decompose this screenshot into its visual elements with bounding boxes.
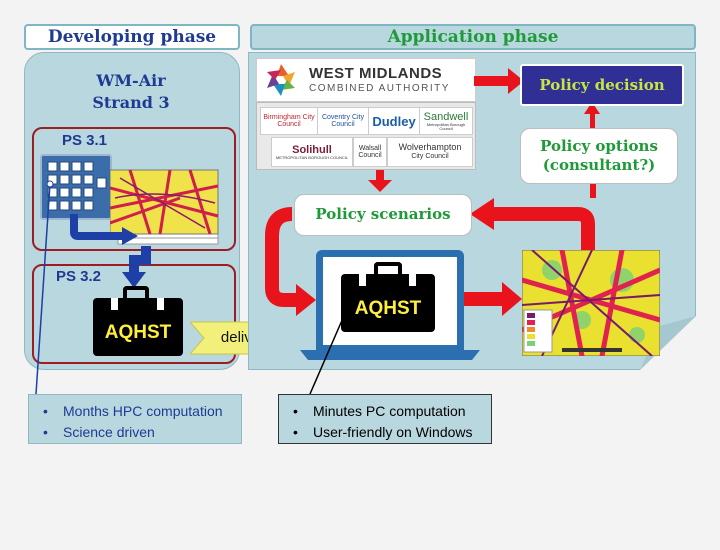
wm-air-title: WM-Air Strand 3 [24, 70, 238, 114]
wolverhampton-logo: Wolverhampton City Council [387, 137, 473, 167]
policy-decision-box: Policy decision [520, 64, 684, 106]
pc-note-item: User-friendly on Windows [293, 422, 481, 443]
toolbox-label-right: AQHST [354, 298, 422, 319]
pc-note-list: Minutes PC computation User-friendly on … [289, 401, 481, 443]
toolbox-label-left: AQHST [104, 322, 172, 343]
toolbox-icon: AQHST [93, 286, 183, 356]
birmingham-logo: Birmingham City Council [260, 107, 318, 135]
policy-options-line1: Policy options [540, 136, 658, 155]
dudley-label: Dudley [372, 113, 416, 129]
wmca-line2: COMBINED AUTHORITY [309, 82, 450, 94]
toolbox-latch-right [157, 298, 164, 310]
solihull-logo: Solihull METROPOLITAN BOROUGH COUNCIL [271, 137, 353, 167]
wmca-line1: WEST MIDLANDS [309, 65, 443, 83]
wm-air-title-line2: Strand 3 [92, 93, 170, 112]
application-phase-header: Application phase [250, 24, 696, 50]
developing-phase-title: Developing phase [47, 27, 217, 47]
dudley-logo: Dudley [368, 107, 420, 135]
council-logos: Birmingham City Council Coventry City Co… [256, 102, 476, 170]
pollution-map-stack [110, 169, 219, 245]
wm-air-title-line1: WM-Air [96, 71, 166, 90]
ps32-label: PS 3.2 [56, 268, 102, 285]
coventry-logo: Coventry City Council [317, 107, 369, 135]
policy-scenarios-label: Policy scenarios [315, 205, 451, 224]
toolbox-handle [123, 286, 149, 298]
solihull-label: Solihull [292, 143, 332, 156]
policy-options-line2: (consultant?) [542, 156, 656, 174]
sandwell-label: Sandwell [423, 110, 469, 123]
laptop-toolbox-latch-left [359, 274, 366, 286]
wolverhampton-label: Wolverhampton [398, 142, 462, 153]
solihull-sublabel: METROPOLITAN BOROUGH COUNCIL [275, 154, 349, 160]
wmca-text: WEST MIDLANDS COMBINED AUTHORITY [309, 66, 450, 94]
policy-decision-label: Policy decision [539, 76, 665, 94]
developing-phase-header: Developing phase [24, 24, 240, 50]
wmca-logo: WEST MIDLANDS COMBINED AUTHORITY [256, 58, 476, 102]
pc-note-box: Minutes PC computation User-friendly on … [278, 394, 492, 444]
laptop-toolbox-handle [374, 262, 402, 274]
ps31-box [32, 127, 236, 251]
blue-flow-arrows [70, 214, 151, 288]
laptop-toolbox-icon: AQHST [341, 262, 435, 332]
server-grid-icon [47, 161, 107, 211]
policy-options-box: Policy options (consultant?) [520, 128, 678, 184]
walsall-logo: Walsall Council [353, 137, 387, 167]
hpc-note-item: Months HPC computation [43, 401, 231, 422]
sandwell-logo: Sandwell Metropolitan Borough Council [419, 107, 473, 135]
hpc-note-item: Science driven [43, 422, 231, 443]
sandwell-sublabel: Metropolitan Borough Council [426, 121, 466, 131]
hpc-server-icon [40, 154, 112, 220]
hpc-note-list: Months HPC computation Science driven [39, 401, 231, 443]
panel-folded-corner [640, 316, 696, 370]
ps31-label: PS 3.1 [62, 132, 108, 149]
wmca-emblem-icon [267, 64, 295, 96]
pollution-map-right [522, 250, 660, 356]
hpc-note-box: Months HPC computation Science driven [28, 394, 242, 444]
birmingham-label: Birmingham City Council [263, 114, 315, 128]
coventry-label: Coventry City Council [321, 114, 364, 128]
laptop-base [300, 350, 480, 360]
laptop-toolbox-latch-right [409, 274, 416, 286]
red-flow-arrows [265, 68, 602, 316]
policy-scenarios-box: Policy scenarios [294, 194, 472, 236]
walsall-label: Walsall Council [358, 145, 382, 159]
pc-note-item: Minutes PC computation [293, 401, 481, 422]
wolverhampton-sublabel: City Council [411, 153, 449, 161]
toolbox-latch-left [111, 298, 118, 310]
map-legend-swatches [527, 313, 535, 346]
application-phase-title: Application phase [387, 27, 559, 47]
